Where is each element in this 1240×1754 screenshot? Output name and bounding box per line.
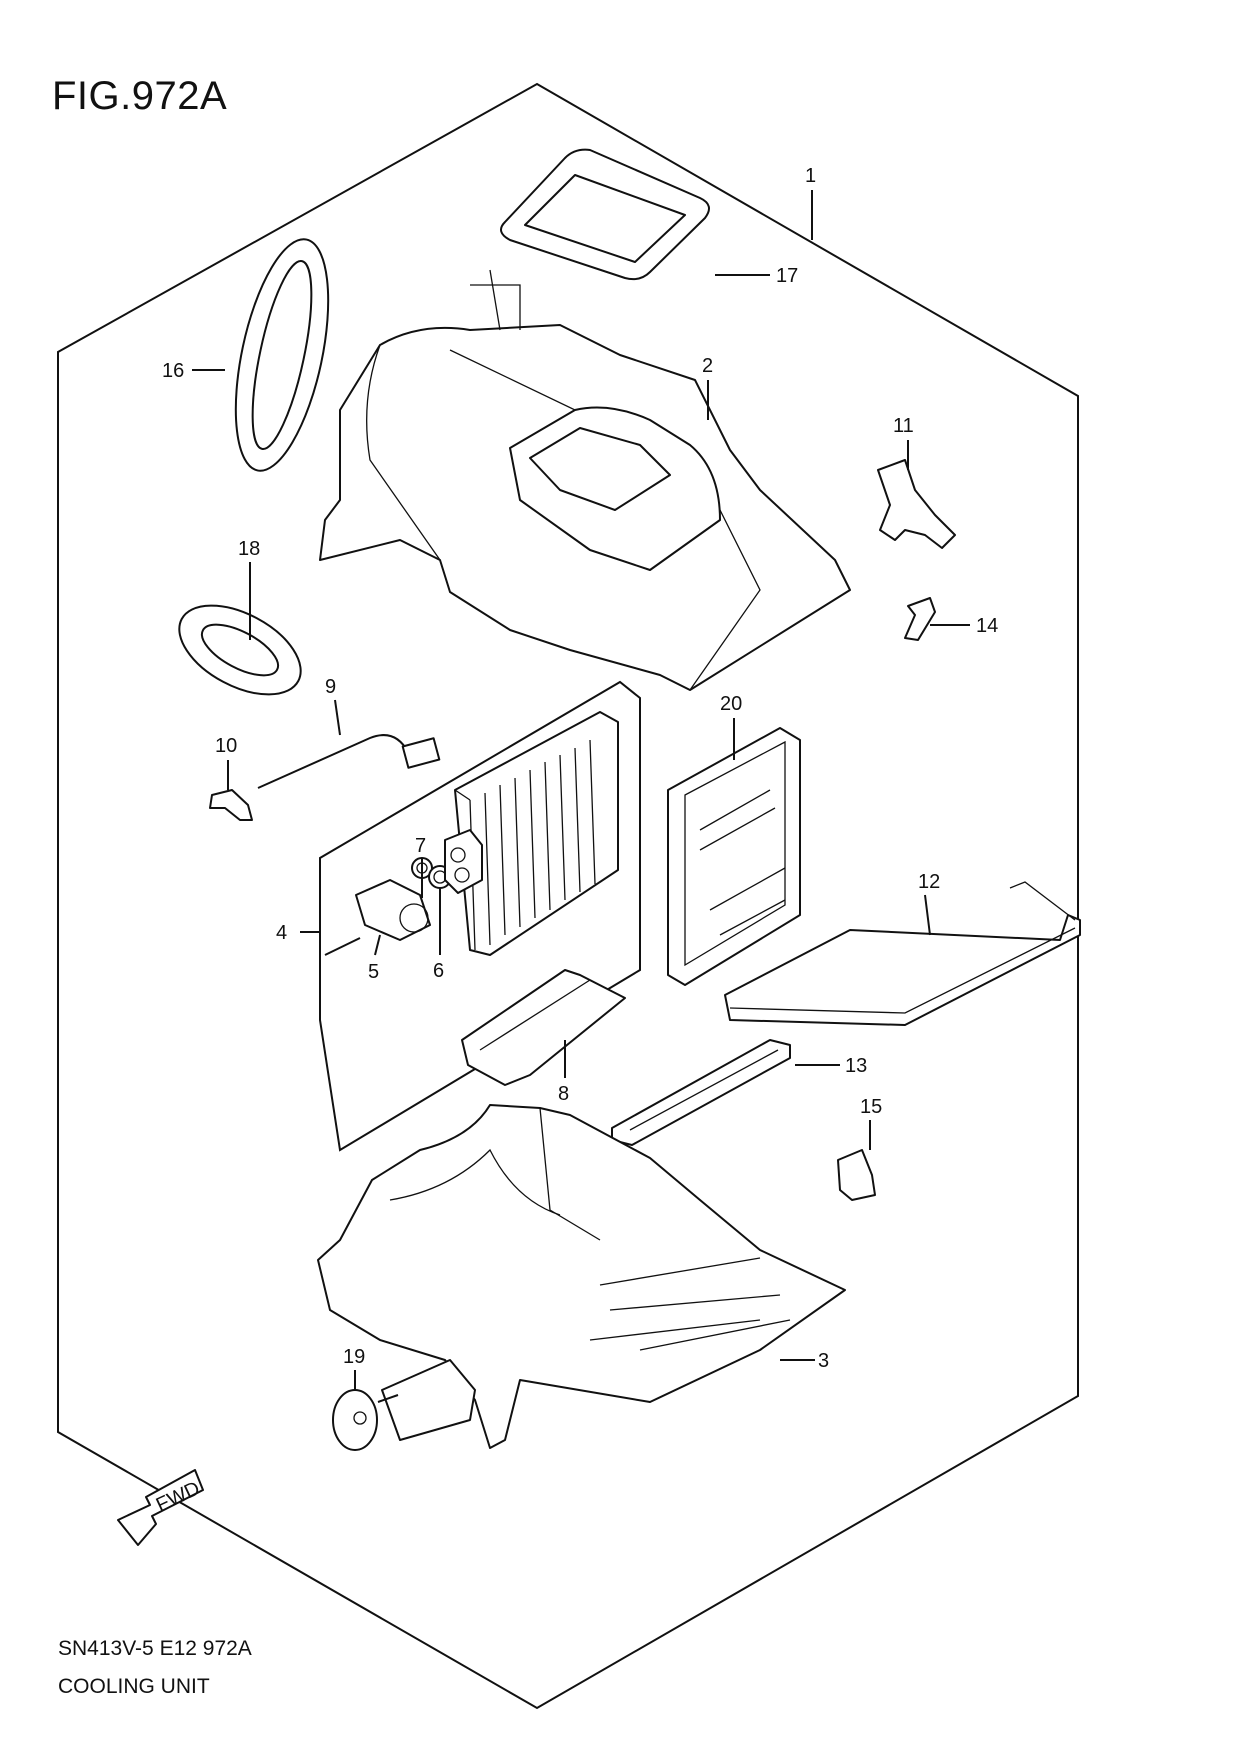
callout-14: 14	[976, 615, 998, 637]
callout-13: 13	[845, 1055, 867, 1077]
thermistor-part	[257, 734, 441, 789]
callout-3: 3	[818, 1350, 829, 1372]
clip-part-14	[904, 597, 936, 641]
leader-lines	[192, 190, 970, 1390]
callout-labels: 1 17 16 2 11 14 18 9 10 20 7 4 5 6 12 8 …	[162, 165, 998, 1372]
filter-holder-part	[611, 1039, 791, 1146]
air-filter-part	[667, 727, 801, 986]
clip-part-10	[209, 789, 253, 821]
callout-6: 6	[433, 960, 444, 982]
diagram-code: SN413V-5 E12 972A	[58, 1637, 252, 1660]
callout-19: 19	[343, 1346, 365, 1368]
callout-10: 10	[215, 735, 237, 757]
gasket-left-part	[234, 238, 330, 472]
filter-cover-part	[724, 881, 1081, 1026]
callout-15: 15	[860, 1096, 882, 1118]
assembly-boundary	[57, 82, 1079, 1710]
bracket-part	[877, 459, 956, 549]
callout-18: 18	[238, 538, 260, 560]
clip-part-15	[837, 1149, 876, 1201]
fitting-block-part	[444, 829, 483, 894]
callout-20: 20	[720, 693, 742, 715]
expansion-valve-part	[324, 879, 431, 956]
figure-title: FIG.972A	[52, 74, 228, 118]
drain-duct-part	[461, 969, 626, 1086]
evaporator-part	[454, 711, 619, 956]
callout-1: 1	[805, 165, 816, 187]
callout-12: 12	[918, 871, 940, 893]
upper-case-part	[319, 269, 851, 691]
callout-5: 5	[368, 961, 379, 983]
callout-7: 7	[415, 835, 426, 857]
evaporator-subassembly-boundary	[319, 680, 641, 1152]
callout-8: 8	[558, 1083, 569, 1105]
callout-16: 16	[162, 360, 184, 382]
callout-9: 9	[325, 676, 336, 698]
diagram-caption: COOLING UNIT	[58, 1675, 210, 1698]
gasket-18-part	[178, 604, 302, 696]
callout-11: 11	[893, 415, 914, 437]
callout-4: 4	[276, 922, 287, 944]
callout-17: 17	[776, 265, 798, 287]
gasket-top-part	[500, 148, 710, 281]
callout-2: 2	[702, 355, 713, 377]
